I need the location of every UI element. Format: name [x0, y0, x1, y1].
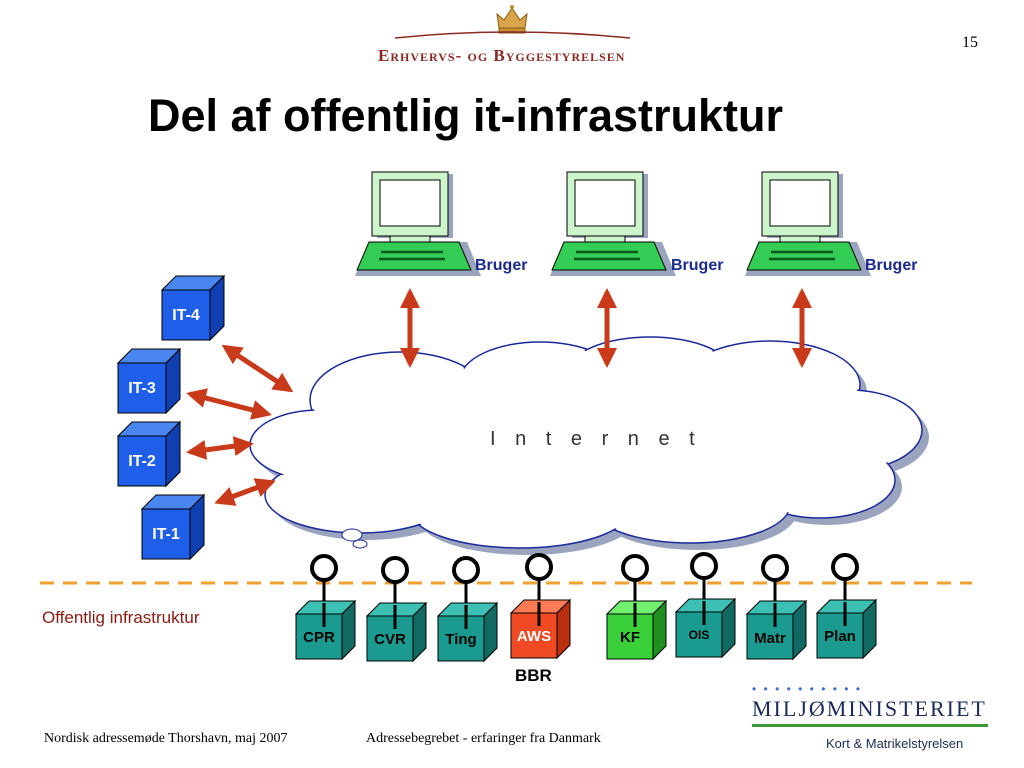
bbr-label: BBR	[515, 666, 552, 685]
cloud-tail-bubbles	[341, 528, 368, 549]
footer-left: Nordisk adressemøde Thorshavn, maj 2007	[44, 731, 288, 746]
register-label-kf: KF	[620, 629, 640, 646]
computer-icon	[355, 171, 481, 276]
user-label-1: Bruger	[475, 257, 528, 274]
it-system-box	[140, 493, 206, 561]
agency-name: Erhvervs- og Byggestyrelsen	[378, 46, 626, 65]
slide-title: Del af offentlig it-infrastruktur	[148, 90, 784, 141]
user-label-3: Bruger	[865, 257, 918, 274]
it-system-box	[116, 420, 182, 488]
it-arrow-3	[186, 388, 272, 420]
ministry-subtitle: Kort & Matrikelstyrelsen	[826, 736, 964, 751]
internet-cloud-fill	[252, 339, 920, 546]
header-ornament-line	[394, 31, 631, 39]
register-box	[365, 556, 428, 663]
ministry-name: MILJØMINISTERIET	[752, 696, 987, 721]
it-4-label: IT-4	[172, 307, 200, 324]
infrastructure-label: Offentlig infrastruktur	[42, 608, 200, 627]
register-label-cvr: CVR	[374, 631, 406, 648]
it-arrow-1	[214, 478, 276, 506]
it-system-box	[160, 274, 226, 342]
it-arrow-4	[221, 344, 294, 393]
register-box	[745, 554, 808, 661]
it-arrow-2	[186, 436, 254, 460]
computer-icon	[550, 171, 676, 276]
it-3-label: IT-3	[128, 380, 156, 397]
register-label-ting: Ting	[445, 631, 477, 648]
page-number: 15	[962, 34, 978, 51]
ministry-rule	[752, 724, 988, 727]
footer-right: Adressebegrebet - erfaringer fra Danmark	[366, 731, 601, 746]
register-box	[815, 553, 878, 660]
register-label-cpr: CPR	[303, 629, 335, 646]
ministry-dots: • • • • • • • • • •	[752, 682, 863, 696]
register-box	[674, 552, 737, 659]
register-label-matr: Matr	[754, 630, 786, 647]
register-box	[294, 554, 357, 661]
internet-label: I n t e r n e t	[490, 428, 702, 450]
register-box	[605, 554, 668, 661]
crown-icon	[496, 5, 528, 34]
register-box	[436, 556, 499, 663]
user-label-2: Bruger	[671, 257, 724, 274]
computer-icon	[745, 171, 871, 276]
it-2-label: IT-2	[128, 453, 156, 470]
register-label-ois: OIS	[688, 628, 710, 642]
it-system-box	[116, 347, 182, 415]
register-label-aws: AWS	[516, 628, 552, 645]
register-box	[509, 553, 572, 660]
register-label-plan: Plan	[824, 628, 856, 645]
it-1-label: IT-1	[152, 526, 180, 543]
